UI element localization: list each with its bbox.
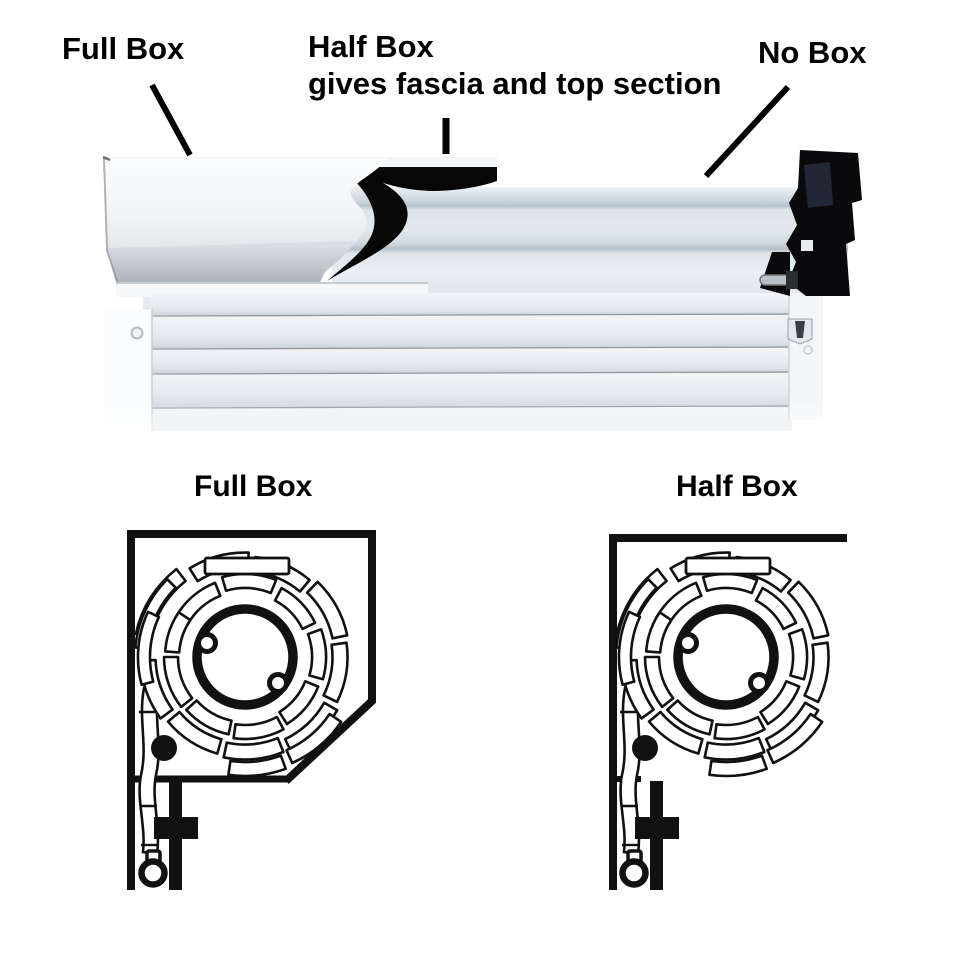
coil-slat (655, 581, 703, 626)
annotation-half-box: Half Box gives fascia and top section (308, 28, 721, 102)
coil-slat (222, 736, 285, 761)
coil-slat (666, 699, 714, 736)
diagram-title-full-box: Full Box (194, 470, 313, 503)
coil-slat (703, 736, 766, 761)
annotation-half-box-line2: gives fascia and top section (308, 66, 722, 101)
coil-slat (786, 580, 830, 640)
pull-eyelet (619, 858, 649, 888)
diagram-title-half-box: Half Box (676, 470, 798, 503)
coil-slat (305, 580, 349, 640)
leader-lines (149, 83, 791, 179)
coil-slat (166, 710, 223, 755)
photo-roller-shutter (100, 150, 862, 446)
stop-knob (151, 735, 177, 761)
coil-slat (232, 715, 285, 741)
frame-cross-bar (154, 817, 198, 839)
coil-slat (136, 610, 161, 686)
coil-slat (306, 628, 328, 681)
coil-top-slat (203, 556, 291, 576)
tube-lock-hole (677, 632, 699, 654)
frame-cross-bar (635, 817, 679, 839)
coil-slat (701, 572, 759, 595)
coil-slat (163, 611, 192, 654)
coil-top-slat (684, 556, 772, 576)
coil-slat (273, 586, 317, 631)
tube-lock-hole (748, 672, 770, 694)
right-guide-channel (789, 293, 823, 420)
coil-slat (227, 754, 287, 778)
pull-eyelet (138, 858, 168, 888)
shadow-s-curve (327, 167, 408, 281)
stop-knob (632, 735, 658, 761)
screw-hole (130, 326, 144, 340)
annotation-full-box: Full Box (62, 31, 185, 66)
annotation-half-box-line1: Half Box (308, 29, 434, 64)
tube-lock-hole (196, 632, 218, 654)
coil-slat (708, 754, 768, 778)
end-bracket (759, 150, 862, 296)
coil-slat (803, 641, 830, 704)
coil-slat (766, 712, 824, 765)
no-box-leader-line (703, 84, 791, 179)
roller-tube (332, 183, 848, 293)
full-box-outline (127, 530, 376, 890)
coil-slat (322, 641, 349, 704)
coil-slat (278, 680, 320, 726)
coil-slat (647, 710, 704, 755)
coil-slat (787, 628, 809, 681)
coil-slat (754, 586, 798, 631)
full-box-cross-section (127, 530, 376, 890)
coil-slat (220, 572, 278, 595)
fascia-fold (107, 241, 356, 282)
shadow-gap (352, 167, 497, 191)
half-box-cross-section (609, 534, 847, 890)
coil-slat (713, 715, 766, 741)
coil-slat (617, 610, 642, 686)
coil-slat (185, 699, 233, 736)
annotation-no-box: No Box (758, 35, 867, 70)
half-box-outline (609, 534, 847, 890)
latch (787, 318, 813, 355)
coil-slat (644, 611, 673, 654)
coil-slat (643, 655, 675, 709)
coil-slat (174, 581, 222, 626)
tube-lock-hole (267, 672, 289, 694)
coil-slat (162, 655, 194, 709)
full-box-leader-line (149, 83, 193, 157)
coil-slat (759, 680, 801, 726)
